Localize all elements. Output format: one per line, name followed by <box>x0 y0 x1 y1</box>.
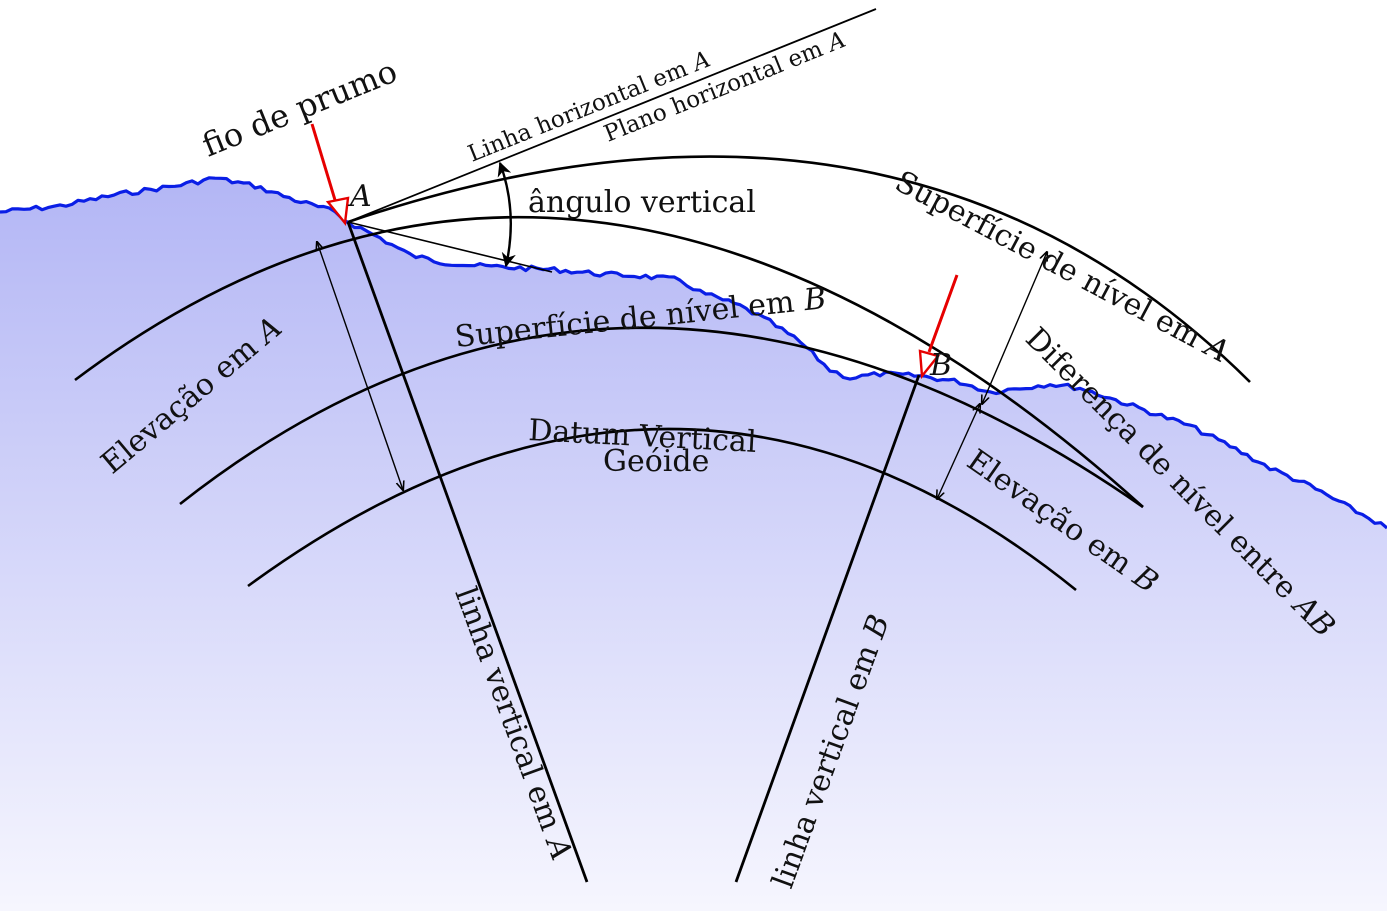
plumb-arrow-b <box>918 274 959 380</box>
elevation-b-dimension <box>937 404 980 499</box>
plumb-arrow-a <box>310 123 350 226</box>
plumb-line-label: fio de prumo <box>197 52 403 165</box>
point-a-label: A <box>347 179 372 214</box>
vertical-angle-label: ângulo vertical <box>528 185 756 220</box>
ground-area <box>0 177 1387 911</box>
elevation-a-dimension <box>317 242 403 490</box>
level-difference-dimension <box>982 252 1047 404</box>
point-b-label: B <box>929 348 952 383</box>
vertical-angle-arrow <box>497 161 516 268</box>
datum-vertical-arc <box>179 326 1144 509</box>
vertical-line-b <box>734 374 921 883</box>
horizontal-plane-line <box>347 8 877 223</box>
geoid-arc <box>247 427 1077 592</box>
terrain-surface-line <box>0 176 1387 530</box>
level-surface-b-arc <box>74 216 1144 508</box>
horizontal-line-lower <box>347 221 553 273</box>
geoid-label: Geóide <box>603 444 709 479</box>
